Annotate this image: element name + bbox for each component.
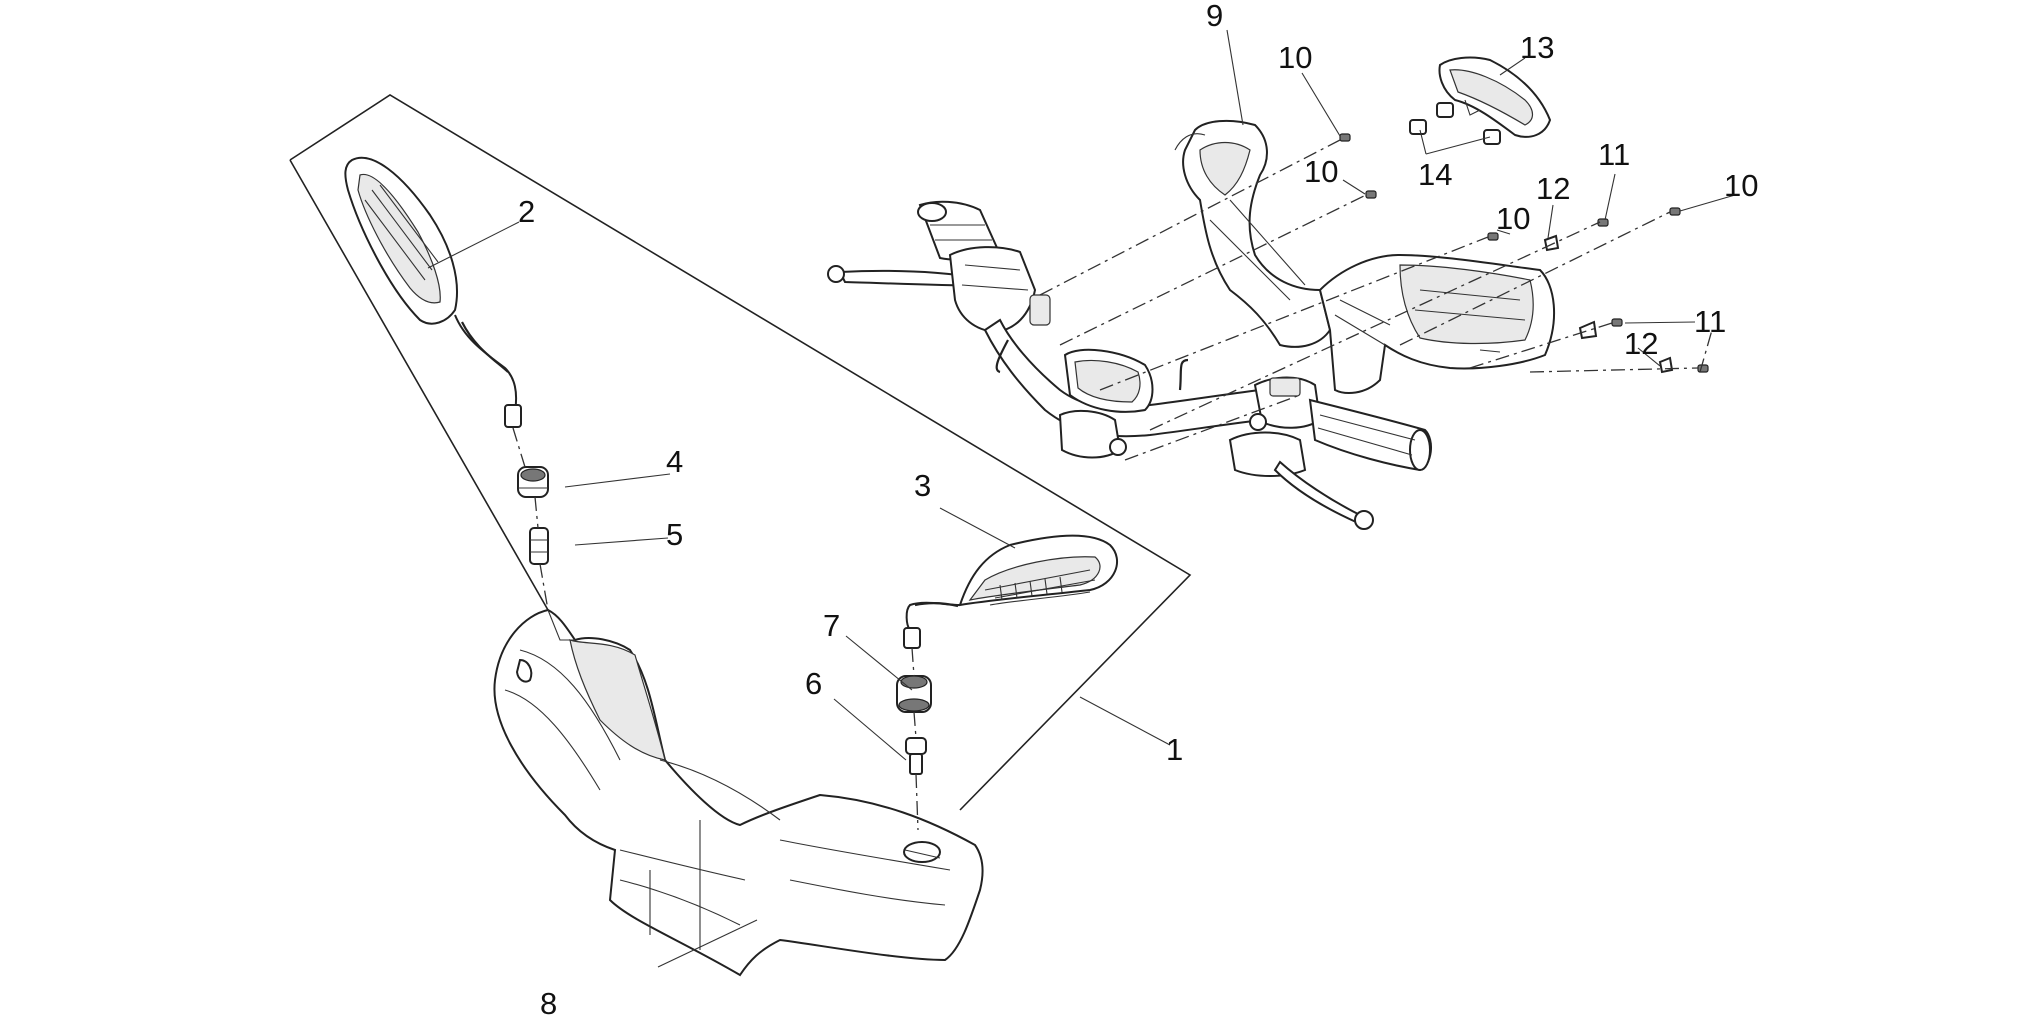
callout-11-bottom: 11 <box>1694 304 1726 339</box>
right-mirror <box>903 534 1119 649</box>
callout-11-top: 11 <box>1598 137 1630 172</box>
callout-9: 9 <box>1206 0 1223 33</box>
handlebar-rear-cover <box>1174 119 1556 394</box>
handlebar-front-cover <box>493 608 984 977</box>
callout-2: 2 <box>518 194 535 229</box>
left-mirror-adapter <box>529 527 549 565</box>
callout-10-top: 10 <box>1278 40 1312 75</box>
cover-piece <box>1438 56 1552 138</box>
callout-10-right: 10 <box>1724 168 1758 203</box>
clips <box>1409 102 1501 145</box>
callout-13: 13 <box>1520 30 1554 65</box>
handlebar-assembly <box>827 200 1432 530</box>
callout-1: 1 <box>1166 732 1183 767</box>
leader-lines <box>427 29 1736 968</box>
callout-12-top: 12 <box>1536 171 1570 206</box>
callout-14: 14 <box>1418 157 1452 192</box>
callout-5: 5 <box>666 517 683 552</box>
callout-12-bottom: 12 <box>1624 326 1658 361</box>
left-mirror <box>344 156 522 428</box>
screws <box>1339 133 1709 374</box>
kit-boundary-outline <box>289 94 1192 811</box>
callout-8: 8 <box>540 986 557 1017</box>
callout-6: 6 <box>805 666 822 701</box>
left-mirror-nut <box>517 466 549 498</box>
callout-10-mid: 10 <box>1304 154 1338 189</box>
callout-3: 3 <box>914 468 931 503</box>
callout-7: 7 <box>823 608 840 643</box>
callout-10-center: 10 <box>1496 201 1530 236</box>
assembly-lines <box>1039 139 1713 461</box>
callout-4: 4 <box>666 444 683 479</box>
right-mirror-adapter <box>905 737 927 775</box>
